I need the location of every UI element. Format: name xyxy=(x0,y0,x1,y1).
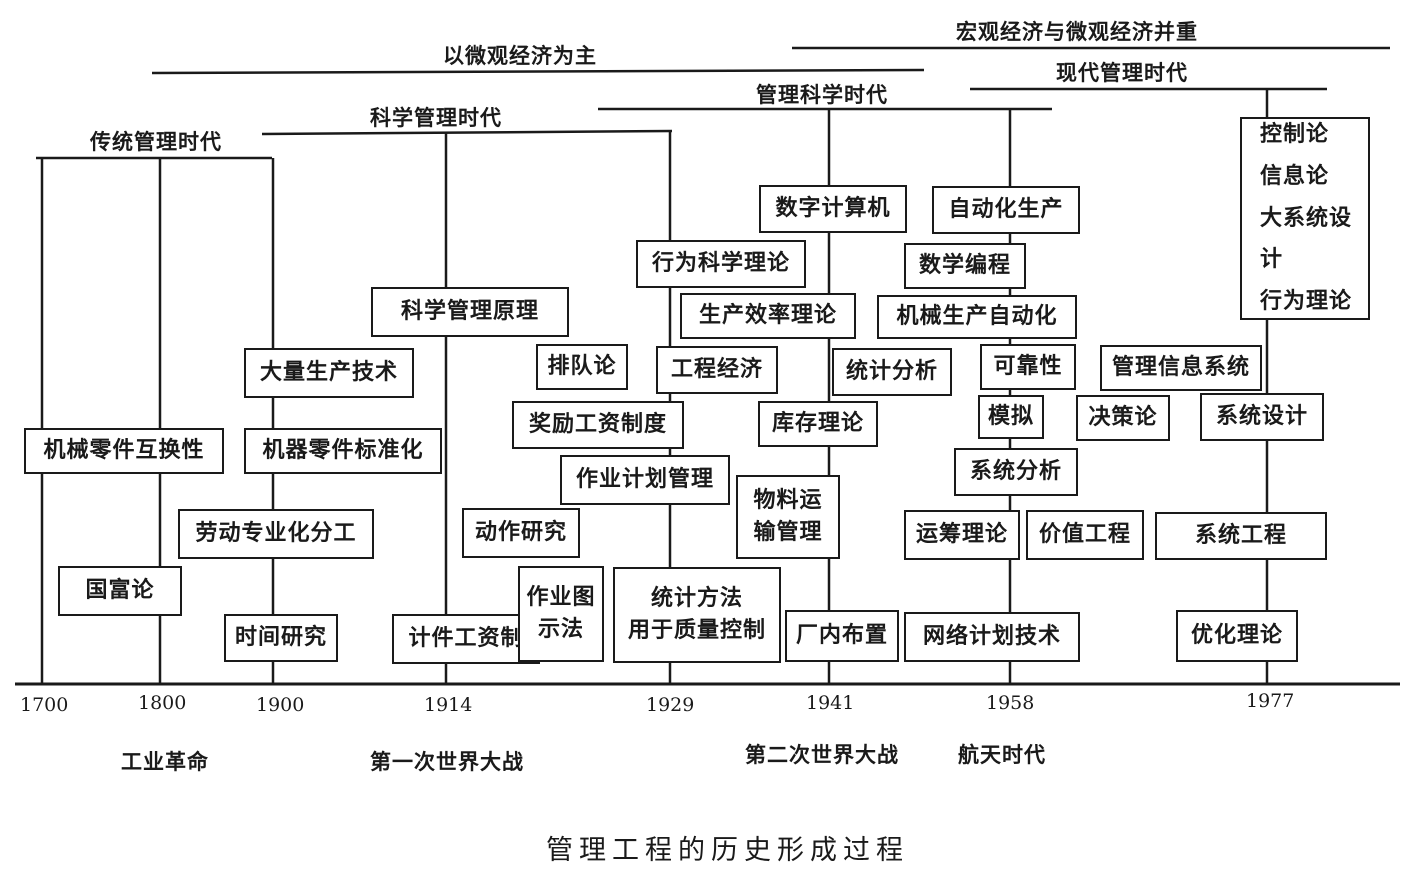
box-interchangeable-parts: 机械零件互换性 xyxy=(24,428,224,474)
year-label: 1929 xyxy=(646,694,695,716)
box-decision-theory: 决策论 xyxy=(1076,395,1170,441)
box-network-planning: 网络计划技术 xyxy=(904,612,1080,662)
box-math-programming: 数学编程 xyxy=(904,243,1026,289)
year-label: 1800 xyxy=(138,692,187,714)
box-systems-analysis: 系统分析 xyxy=(954,448,1078,496)
era-bar-micro-main xyxy=(151,68,925,75)
box-engineering-economics: 工程经济 xyxy=(656,346,778,394)
box-value-engineering: 价值工程 xyxy=(1026,510,1144,560)
box-wealth-of-nations: 国富论 xyxy=(58,566,182,616)
box-automated-production: 自动化生产 xyxy=(932,186,1080,234)
diagram-caption: 管理工程的历史形成过程 xyxy=(546,835,909,866)
box-behavioral-theory: 行为科学理论 xyxy=(636,240,806,288)
era-label-micro-main: 以微观经济为主 xyxy=(443,44,597,68)
box-machine-standardization: 机器零件标准化 xyxy=(244,428,442,474)
year-label: 1977 xyxy=(1246,690,1295,712)
box-plant-layout: 厂内布置 xyxy=(785,610,899,662)
era-label-traditional: 传统管理时代 xyxy=(90,130,222,154)
box-queuing: 排队论 xyxy=(536,344,628,390)
box-incentive-wage: 奖励工资制度 xyxy=(512,401,684,449)
box-systems-engineering: 系统工程 xyxy=(1155,512,1327,560)
box-process-chart: 作业图 示法 xyxy=(518,566,604,662)
box-division-of-labor: 劳动专业化分工 xyxy=(178,509,374,559)
era-label-sci-mgmt: 科学管理时代 xyxy=(370,106,502,130)
box-productivity-theory: 生产效率理论 xyxy=(680,293,856,339)
box-material-handling: 物料运 输管理 xyxy=(736,475,840,559)
box-work-scheduling: 作业计划管理 xyxy=(560,455,730,505)
box-reliability: 可靠性 xyxy=(980,344,1076,390)
era-label-macro-micro: 宏观经济与微观经济并重 xyxy=(956,20,1198,44)
box-digital-computer: 数字计算机 xyxy=(759,185,907,233)
event-ww1: 第一次世界大战 xyxy=(370,750,524,774)
event-industrial-revolution: 工业革命 xyxy=(121,750,209,774)
box-systems-design: 系统设计 xyxy=(1200,393,1324,441)
event-space-age: 航天时代 xyxy=(958,743,1046,767)
box-modern-theories: 控制论 信息论 大系统设计 行为理论 xyxy=(1240,117,1370,320)
year-label: 1914 xyxy=(424,694,473,716)
box-optimization: 优化理论 xyxy=(1176,610,1298,662)
box-piece-rate: 计件工资制 xyxy=(392,614,540,664)
box-sci-mgmt-principles: 科学管理原理 xyxy=(371,287,569,337)
era-bar-sci-mgmt xyxy=(261,129,673,136)
box-statistical-analysis: 统计分析 xyxy=(832,348,952,396)
year-label: 1958 xyxy=(986,692,1035,714)
year-label: 1900 xyxy=(256,694,305,716)
box-mis: 管理信息系统 xyxy=(1100,345,1262,391)
box-time-study: 时间研究 xyxy=(224,614,338,662)
box-mech-automation: 机械生产自动化 xyxy=(877,295,1077,339)
event-ww2: 第二次世界大战 xyxy=(745,743,899,767)
year-label: 1700 xyxy=(20,694,69,716)
box-mass-production: 大量生产技术 xyxy=(244,348,414,398)
box-simulation: 模拟 xyxy=(978,395,1044,439)
box-sqc: 统计方法 用于质量控制 xyxy=(613,567,781,663)
era-label-modern-mgmt: 现代管理时代 xyxy=(1056,61,1188,85)
box-motion-study: 动作研究 xyxy=(462,508,580,558)
year-label: 1941 xyxy=(806,692,855,714)
box-inventory-theory: 库存理论 xyxy=(758,401,878,447)
box-operations-research: 运筹理论 xyxy=(904,510,1020,560)
era-label-mgmt-science: 管理科学时代 xyxy=(756,83,888,107)
